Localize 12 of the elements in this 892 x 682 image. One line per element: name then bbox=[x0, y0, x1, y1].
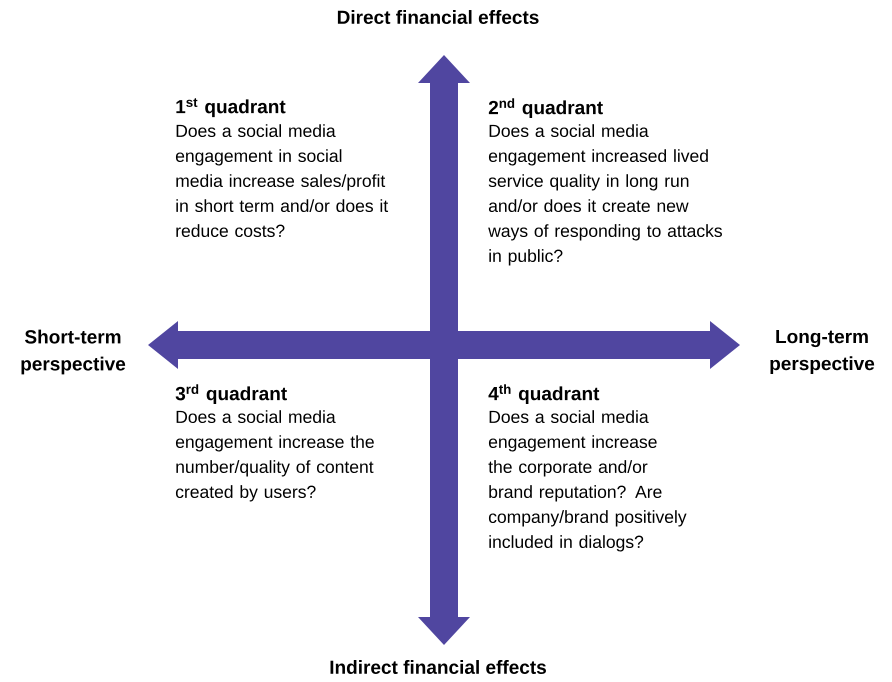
quadrant-text: Does a social media engagement increase the corporate and/or brand reputation? Are company/brand positively included in dialogs? bbox=[488, 410, 687, 552]
axis-label: Indirect financial effects bbox=[330, 660, 546, 674]
quadrant-heading: 1$^{st}$ quadrant bbox=[176, 98, 286, 118]
quadrant-heading: 3$^{rd}$ quadrant bbox=[176, 384, 287, 404]
quadrant-heading: 4$^{th}$ quadrant bbox=[488, 384, 600, 404]
axis-label: Short-term perspective bbox=[21, 330, 126, 374]
quadrant-text: Does a social media engagement increased lived service quality in long run and/or does it create new ways of responding to attacks in public? bbox=[488, 124, 722, 266]
axis-label: Direct financial effects bbox=[338, 10, 539, 24]
quadrant-heading: 2$^{nd}$ quadrant bbox=[488, 98, 603, 118]
quadrant-text: Does a social media engagement increase the number/quality of content created by users? bbox=[176, 410, 374, 502]
quadrant-text: Does a social media engagement in social media increase sales/profit in short term and/or does it reduce costs? bbox=[176, 124, 388, 238]
axis-label: Long-term perspective bbox=[770, 330, 874, 374]
